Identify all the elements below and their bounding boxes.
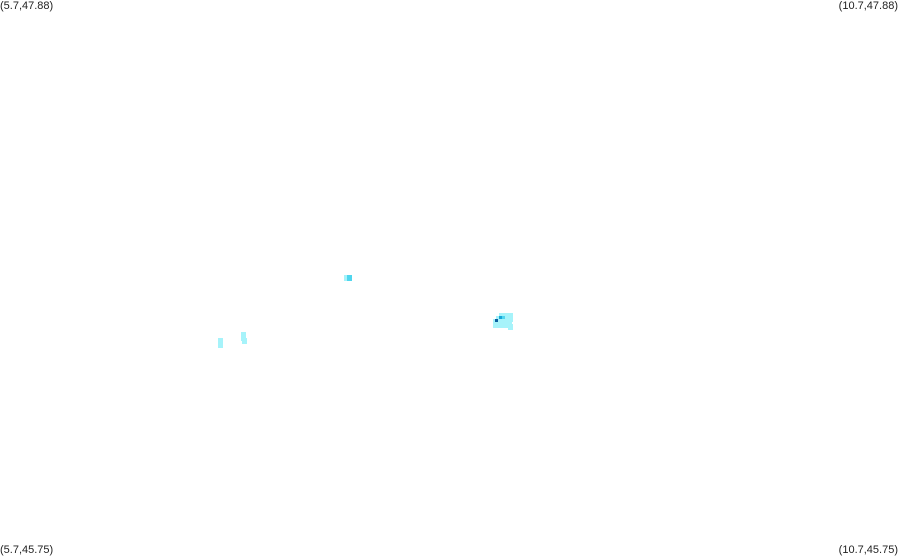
heat-cell xyxy=(218,338,223,344)
heat-cell xyxy=(242,338,247,344)
cluster-west xyxy=(218,332,247,348)
heat-cell xyxy=(218,342,223,348)
heat-cell xyxy=(508,324,513,330)
heat-cell xyxy=(502,322,507,328)
cluster-center-north xyxy=(344,275,352,281)
heat-cell xyxy=(344,275,349,281)
heat-cell xyxy=(505,322,510,328)
corner-label-top-right: (10.7,47.88) xyxy=(838,0,898,12)
heat-cell xyxy=(496,322,501,328)
heat-cell xyxy=(493,322,498,328)
heat-cell xyxy=(347,275,352,281)
corner-label-top-left: (5.7,47.88) xyxy=(0,0,54,12)
heat-cell xyxy=(499,322,504,328)
cluster-east xyxy=(493,313,513,330)
corner-label-bottom-right: (10.7,45.75) xyxy=(838,544,898,556)
corner-label-bottom-left: (5.7,45.75) xyxy=(0,544,54,556)
